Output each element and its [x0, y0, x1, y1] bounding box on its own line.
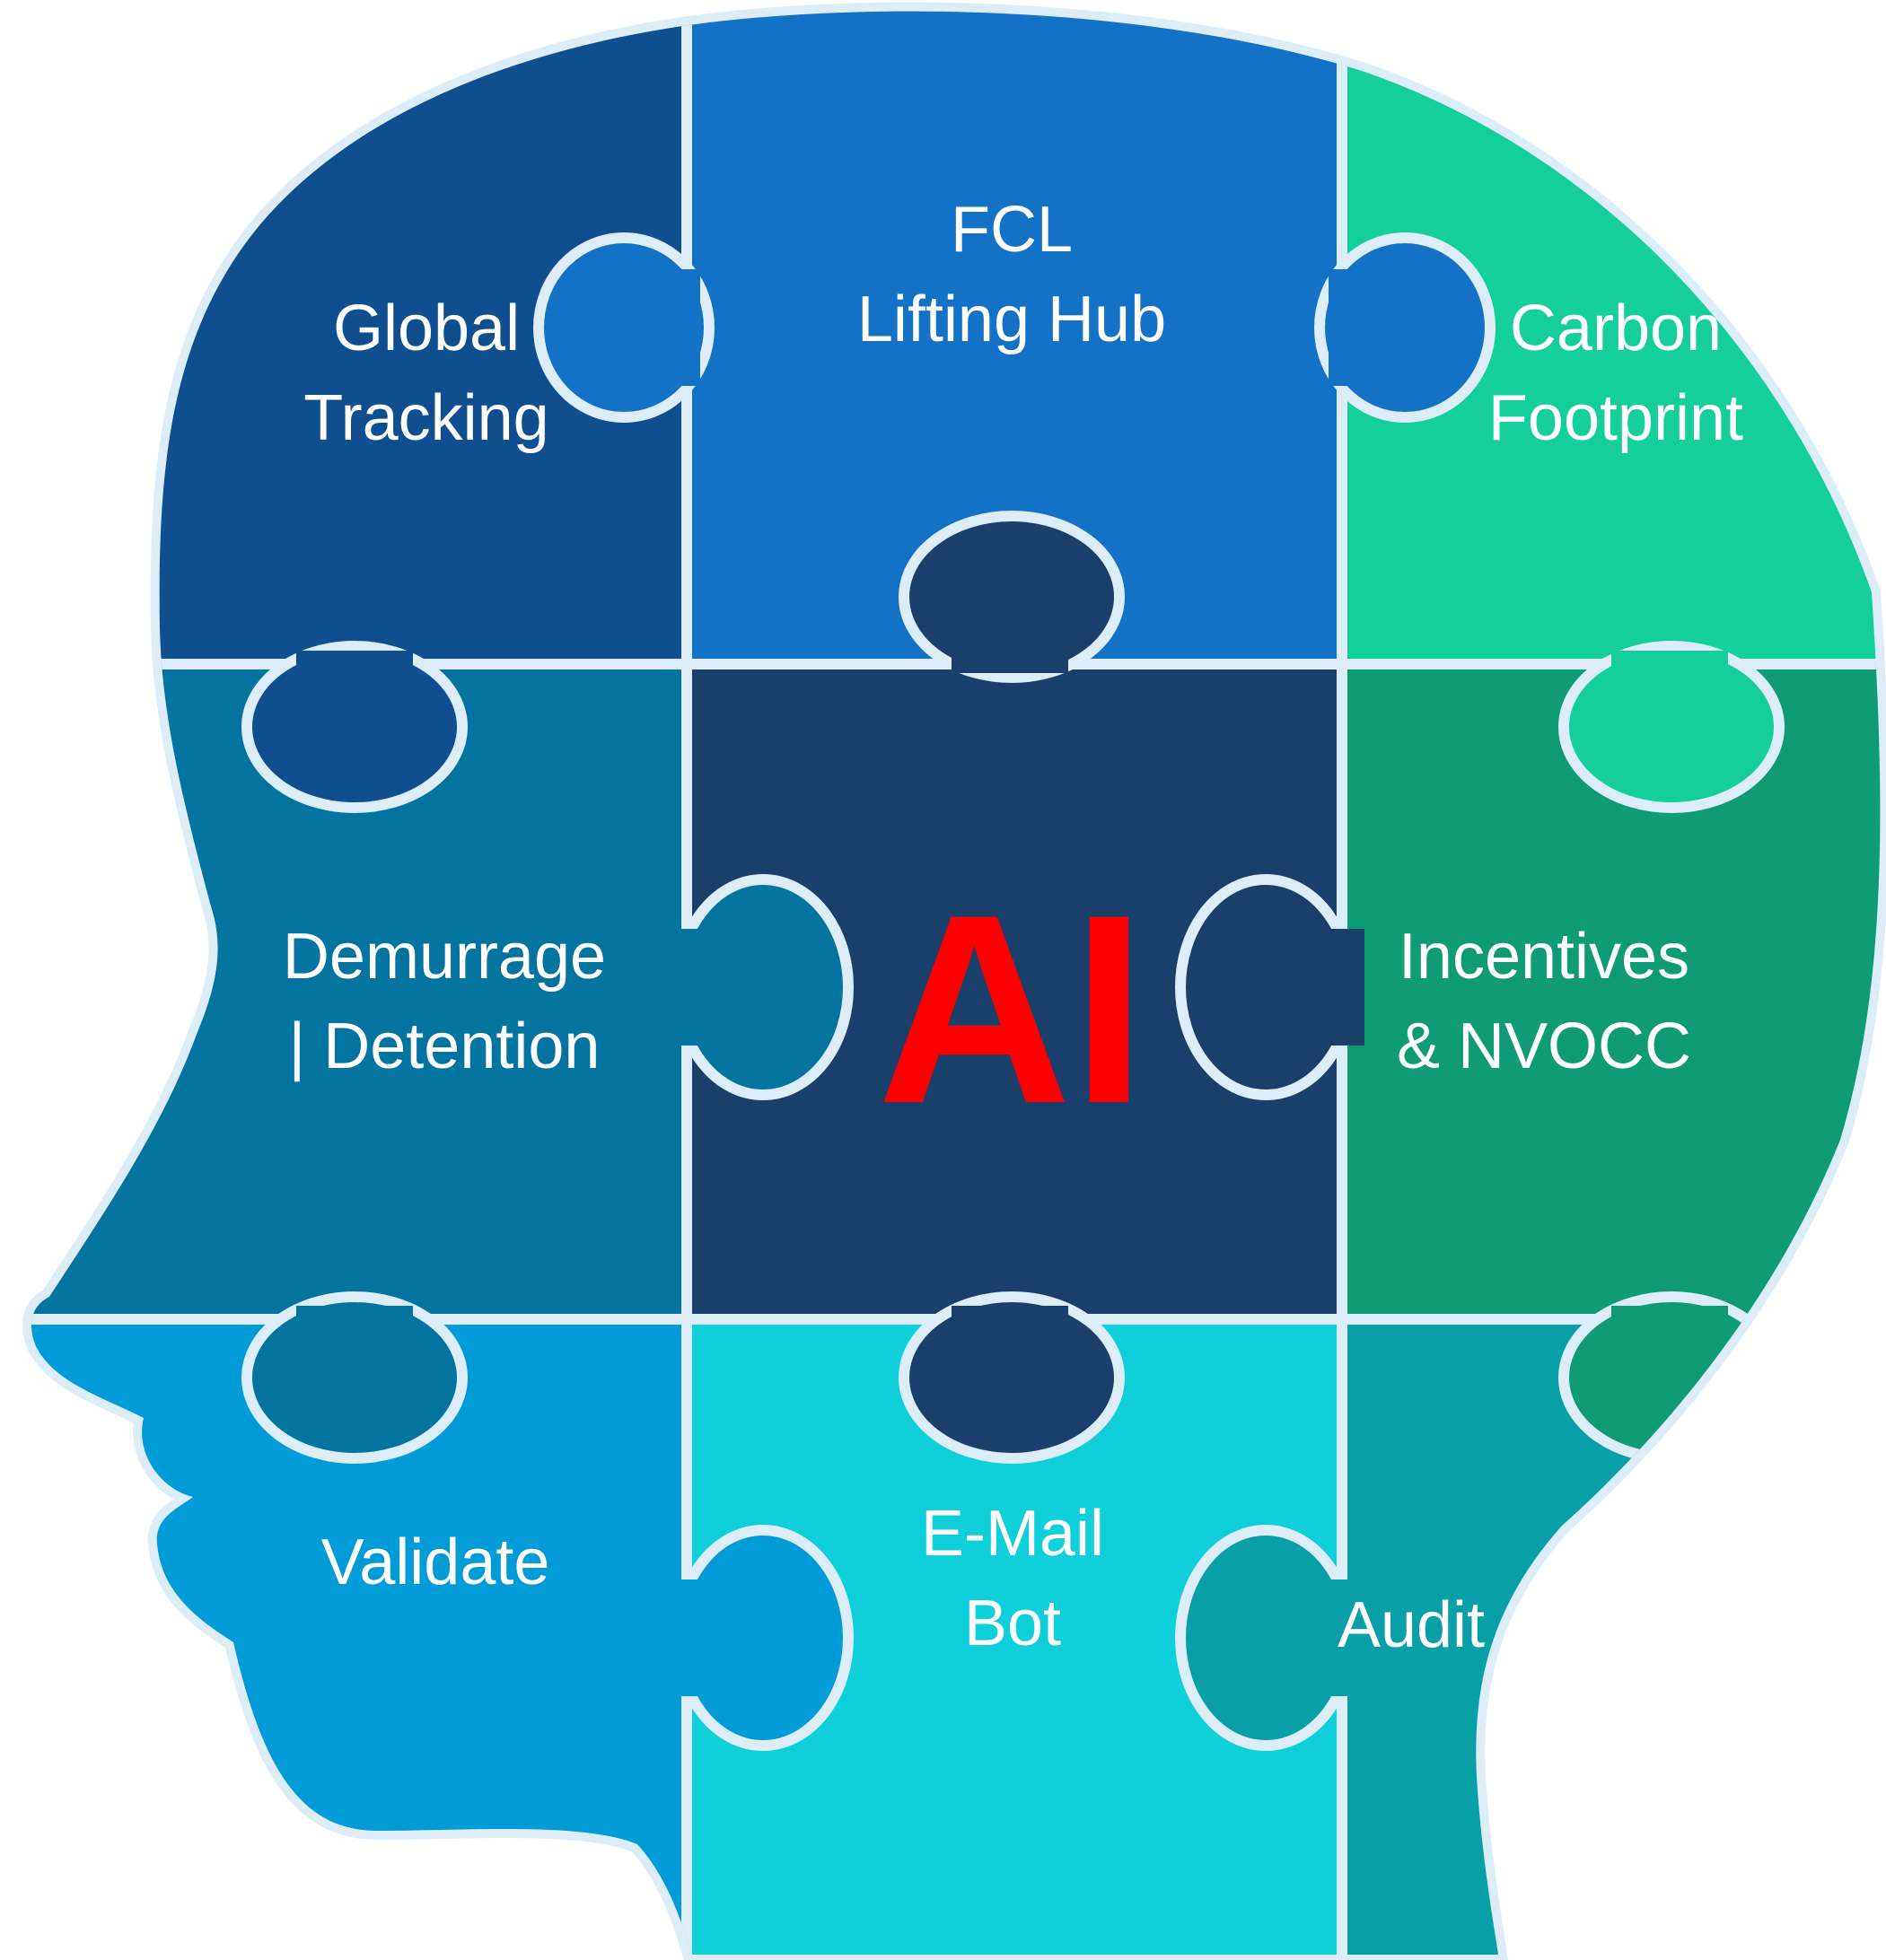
piece-label-email-bot: Bot — [964, 1588, 1061, 1659]
piece-label-incentives-nvocc: & NVOCC — [1397, 1011, 1691, 1082]
knob-neck — [1329, 269, 1364, 386]
knob-neck — [1329, 929, 1364, 1046]
knob-neck — [952, 637, 1068, 673]
puzzle-knob-ai-core — [1175, 874, 1356, 1100]
piece-label-carbon-footprint: Footprint — [1488, 382, 1743, 454]
ai-center-label: AI — [877, 858, 1146, 1159]
piece-label-email-bot: E-Mail — [921, 1498, 1104, 1570]
piece-label-fcl-lifting-hub: Lifting Hub — [857, 284, 1166, 355]
knob-neck — [952, 1306, 1068, 1342]
piece-label-incentives-nvocc: Incentives — [1399, 921, 1689, 993]
piece-label-demurrage-detention: | Detention — [289, 1011, 601, 1082]
piece-label-audit: Audit — [1338, 1589, 1485, 1661]
piece-label-carbon-footprint: Carbon — [1510, 293, 1722, 364]
piece-label-demurrage-detention: Demurrage — [283, 921, 606, 993]
knob-neck — [664, 269, 700, 386]
knob-neck — [664, 1579, 700, 1696]
knob-neck — [296, 651, 413, 687]
piece-label-fcl-lifting-hub: FCL — [951, 194, 1073, 266]
puzzle-knob-validate — [672, 1525, 854, 1751]
piece-label-global-tracking: Global — [333, 293, 520, 364]
puzzle-knob-demurrage-detention — [672, 874, 854, 1100]
piece-label-global-tracking: Tracking — [303, 382, 548, 454]
knob-neck — [1611, 1306, 1728, 1342]
knob-neck — [664, 929, 700, 1046]
puzzle-knob-audit — [1175, 1525, 1356, 1751]
knob-neck — [1329, 1579, 1364, 1696]
piece-label-validate: Validate — [321, 1527, 550, 1598]
knob-neck — [296, 1306, 413, 1342]
knob-neck — [1611, 651, 1728, 687]
